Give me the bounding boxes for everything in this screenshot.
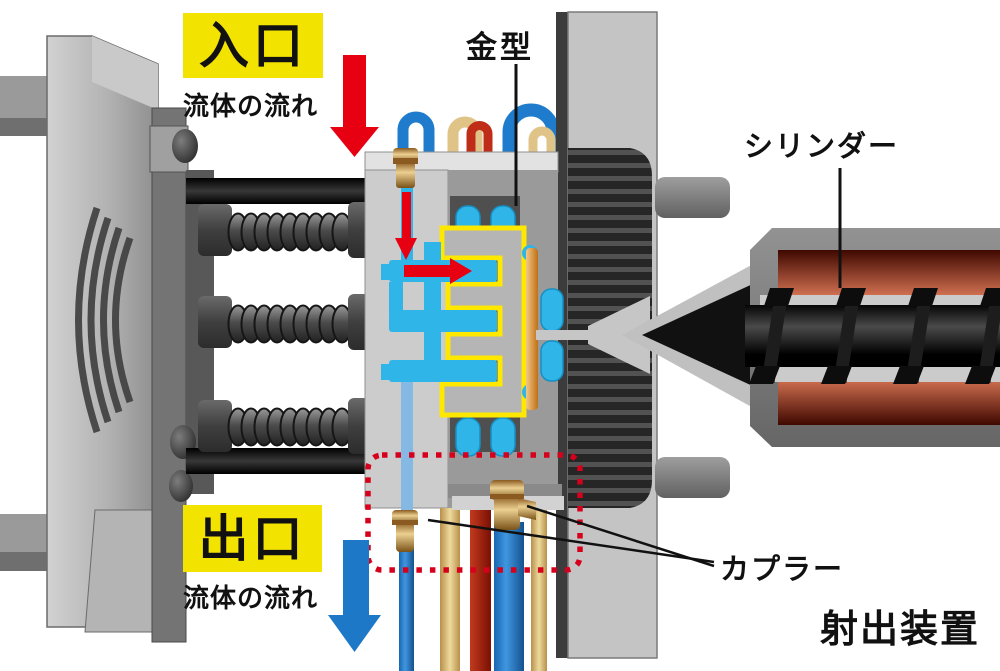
cooling-bore	[540, 288, 564, 332]
cooling-hoses-top	[397, 103, 560, 158]
hose-blue	[399, 545, 414, 671]
tie-bars	[186, 178, 370, 474]
coupler	[392, 510, 418, 552]
molded-part	[526, 248, 538, 410]
heater-band	[778, 380, 1000, 425]
coupler	[393, 148, 418, 188]
hose-red	[470, 508, 491, 671]
coupler-pointer-line	[427, 518, 715, 564]
clamping-unit	[0, 35, 255, 643]
hose-loop-blue	[397, 111, 435, 158]
outlet-label: 出口	[183, 505, 322, 572]
hose-loop-tan	[447, 116, 483, 158]
annotation-lines	[427, 64, 842, 568]
coupler	[490, 480, 536, 530]
sprue-funnel	[588, 296, 650, 374]
inlet-label: 入口	[183, 13, 323, 78]
mold-cavity-outline	[439, 225, 527, 418]
injection-unit-label: 射出装置	[820, 609, 981, 651]
coupler-pointer-line	[526, 504, 715, 568]
outlet-flow-arrow	[328, 540, 381, 652]
screw-body	[745, 305, 1000, 367]
tie-bar-end	[655, 457, 730, 498]
machine-foot	[84, 509, 161, 633]
outlet-caption: 流体の流れ	[183, 583, 319, 613]
flow-arrow-internal	[395, 192, 472, 284]
hose-tan	[531, 502, 547, 671]
coupler-label: カプラー	[720, 554, 845, 586]
injection-cylinder	[588, 228, 1000, 447]
hose-loop-blue	[502, 103, 560, 158]
mold-label: 金型	[466, 30, 534, 65]
hose-loop-red	[466, 121, 493, 158]
tie-bar-end	[655, 177, 730, 218]
coupler-highlight-box	[365, 452, 583, 573]
inlet-flow-arrow	[330, 55, 379, 157]
hose-tan	[440, 508, 460, 671]
sprue	[536, 330, 590, 340]
hose-blue	[494, 522, 524, 671]
mold	[364, 150, 590, 512]
cooling-hoses-bottom	[392, 148, 564, 671]
cylinder-label: シリンダー	[744, 131, 900, 163]
moving-platen	[151, 107, 187, 643]
nozzle-tip	[642, 282, 757, 388]
bolt-head	[172, 129, 198, 163]
inlet-caption: 流体の流れ	[183, 91, 319, 121]
screw-flights	[749, 288, 1000, 384]
hose-loop-tan	[528, 126, 556, 158]
cooling-bore	[540, 340, 564, 382]
heater-band	[778, 250, 1000, 295]
bolt-head	[169, 470, 193, 502]
